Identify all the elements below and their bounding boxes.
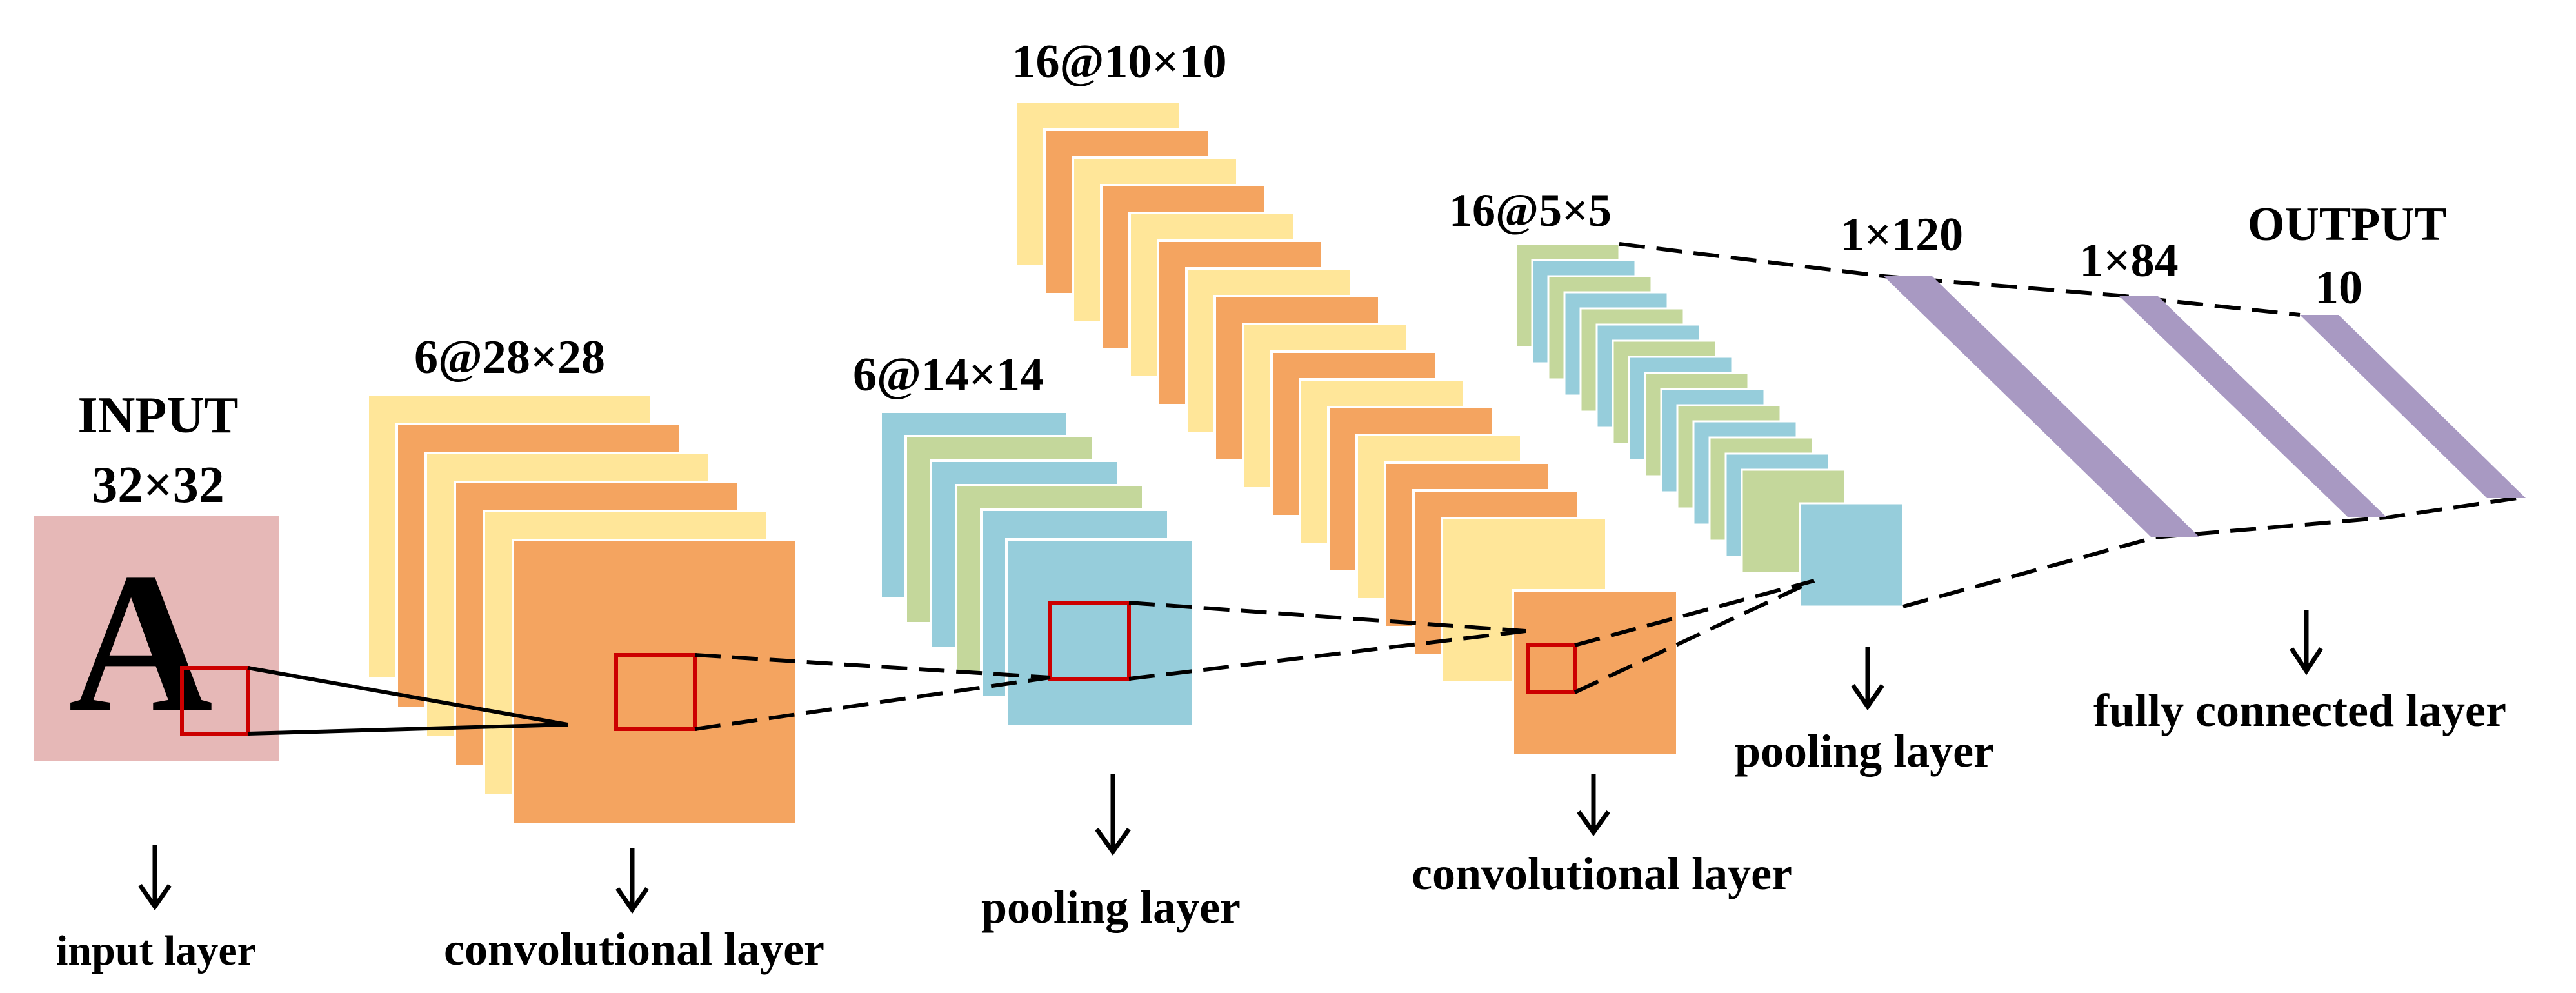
input-glyph: A [68,532,213,754]
fc1-bar [1884,276,2200,537]
fc2-bar [2119,296,2387,517]
pool1-layer-label: pooling layer [981,881,1241,933]
pool1-stack [879,410,1195,728]
conv2-dims: 16@10×10 [1012,35,1227,88]
connector-line [1128,629,1526,681]
conv2-layer-label: convolutional layer [1412,848,1792,899]
input-size: 32×32 [92,457,225,514]
connector-line [247,723,568,736]
output-bar [2300,315,2526,498]
conv1-kernel-box [614,653,697,731]
down-arrows [138,610,2323,914]
conv2-stack [1015,101,1679,756]
connector-line [247,666,568,727]
conv1-stack [366,394,798,825]
connector-lines [247,242,2526,736]
pool2-dims: 16@5×5 [1449,185,1612,236]
connector-line [1902,495,2526,608]
output-title: OUTPUT [2248,198,2446,251]
conv1-layer-label: convolutional layer [444,923,824,975]
pool2-layer-label: pooling layer [1735,725,1994,777]
conv1-map [512,539,798,825]
arrow-down-icon [1851,647,1884,711]
pool2-stack [1515,243,1904,608]
connector-line [1619,242,2301,317]
pool2-map [1799,502,1904,608]
conv2-map [1512,589,1679,756]
arrow-down-icon [615,848,649,914]
connector-line [1128,601,1526,633]
input-kernel-box [180,666,250,736]
arrow-down-icon [2290,610,2323,676]
input-title: INPUT [78,387,239,444]
fc1-dims: 1×120 [1841,208,1963,261]
connector-line [1573,579,1815,694]
fc-layer-label: fully connected layer [2093,685,2506,736]
conv2-kernel-box [1526,643,1577,694]
input-image [34,516,279,761]
pool1-dims: 6@14×14 [853,348,1044,401]
arrow-down-icon [1577,774,1610,836]
arrow-down-icon [138,845,172,911]
input-layer-label: input layer [56,927,256,974]
connector-line [694,653,1051,679]
output-size: 10 [2315,261,2362,314]
fc2-dims: 1×84 [2079,234,2178,287]
arrow-down-icon [1095,774,1131,856]
conv1-dims: 6@28×28 [414,331,605,384]
pool1-map [1005,538,1195,728]
pool1-kernel-box [1048,601,1131,681]
connector-line [1574,579,1815,647]
connector-line [694,676,1051,731]
